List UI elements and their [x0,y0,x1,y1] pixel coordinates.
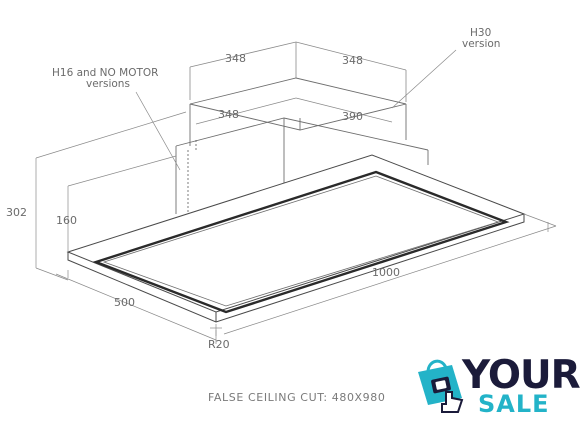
dim-radius: R20 [208,338,230,351]
upper-chimney-box [189,77,407,146]
filter-panel [92,170,510,314]
dim-top-left-width: 348 [225,52,246,65]
dim-motor-depth: 390 [342,110,363,123]
dim-total-height: 302 [6,206,27,219]
height-dimension-lines [35,111,187,281]
note-h16-line2: versions [86,78,130,90]
dim-body-height: 160 [56,214,77,227]
logo-word-your: YOUR [461,353,581,398]
dim-depth: 500 [114,296,135,309]
note-h16-line1: H16 and NO MOTOR [52,67,158,79]
hand-cursor-icon [441,391,464,413]
radius-pointer [210,324,222,336]
false-ceiling-caption: FALSE CEILING CUT: 480X980 [208,391,385,404]
length-dimension-lines [223,213,557,335]
note-leader-lines [135,49,457,171]
motor-box [175,117,429,214]
dim-motor-width: 348 [218,108,239,121]
top-dimension-lines [189,41,407,102]
dim-top-right-width: 348 [342,54,363,67]
your-sale-logo: YOUR SALE [418,353,582,418]
dim-length: 1000 [372,266,400,279]
note-h30-line2: version [462,38,500,50]
logo-word-sale: SALE [478,390,550,418]
motor-dimension-lines [195,97,393,125]
note-h30-line1: H30 [470,27,491,39]
